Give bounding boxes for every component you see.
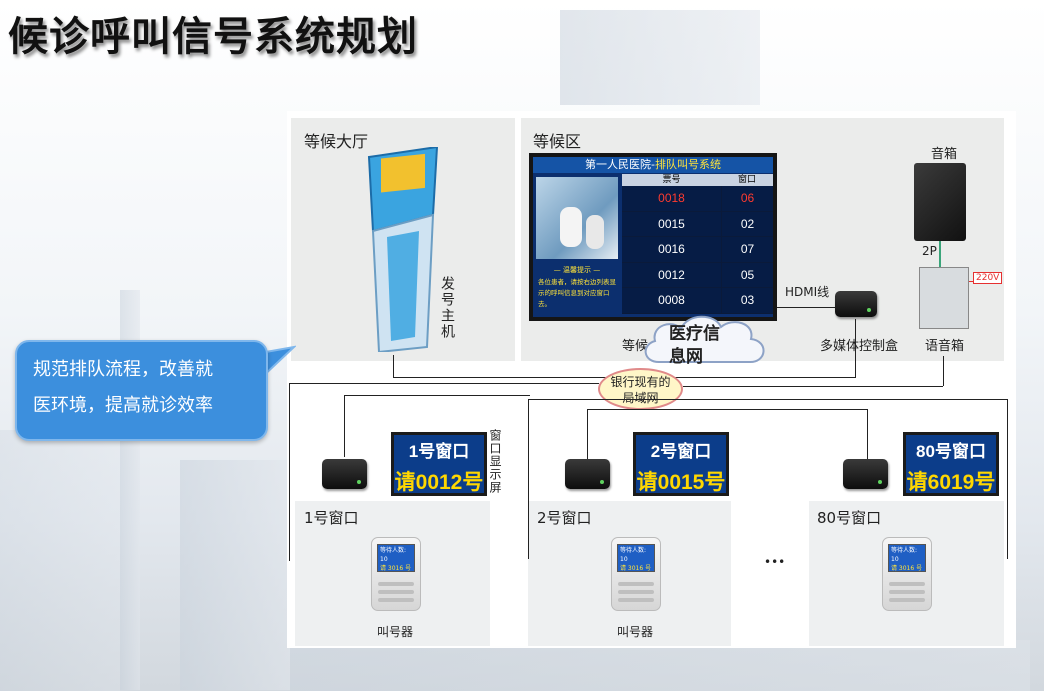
queue-table: 票号 窗口 0018 06 0015 02 0016 07 0012 05 0008 03 (622, 174, 773, 314)
bus-segment-1 (344, 395, 530, 396)
queue-window: 03 (721, 288, 773, 313)
bubble-pointer (260, 345, 296, 381)
background-building (560, 10, 760, 105)
notice-title: — 温馨提示 — (553, 266, 601, 274)
queue-window: 06 (721, 186, 773, 211)
window-screen-1: 1号窗口 请0012号 (391, 432, 487, 496)
lobby-zone-label: 等候大厅 (304, 132, 369, 151)
queue-row: 0018 06 (622, 186, 773, 212)
window-screen-label: 窗口显示屏 (488, 429, 502, 494)
queue-ticket: 0012 (658, 267, 685, 282)
lan-cloud: 银行现有的 局域网 (598, 368, 683, 410)
bus-segment-2 (528, 399, 1008, 400)
cloud-partial-label: 等候 (622, 339, 649, 354)
voice-box-icon (919, 267, 969, 329)
queue-ticket: 0016 (658, 242, 685, 256)
hdmi-label: HDMI线 (785, 285, 830, 299)
bus-left-vertical (289, 383, 290, 561)
queue-display: 第一人民医院-排队叫号系统 — 温馨提示 — 各位患者，请按右边列表显示的呼叫信… (529, 153, 777, 321)
bus-right-top (683, 386, 943, 387)
window-2-name: 2号窗口 (537, 509, 592, 527)
queue-ticket: 0015 (658, 216, 685, 231)
cloud-text-2: 息网 (669, 347, 703, 367)
window-screen-80: 80号窗口 请6019号 (903, 432, 999, 496)
background-building (180, 460, 290, 690)
queue-window: 05 (721, 262, 773, 287)
window-80-hub-icon (843, 459, 888, 489)
caller-label-2: 叫号器 (617, 625, 654, 639)
speaker-cable (939, 241, 941, 267)
bus-left-top (289, 383, 599, 384)
display-header: 第一人民医院-排队叫号系统 (533, 157, 773, 173)
bus-right-vertical (1007, 399, 1008, 559)
kiosk-icon (367, 147, 439, 352)
bus-drop-1 (344, 395, 345, 457)
ellipsis: ••• (764, 555, 786, 569)
window-screen-2: 2号窗口 请0015号 (633, 432, 729, 496)
window-2-hub-icon (565, 459, 610, 489)
background-building (290, 640, 1030, 691)
bus-drop-2 (528, 399, 529, 559)
media-cable (855, 319, 856, 378)
voice-box-label: 语音箱 (925, 339, 965, 354)
caller-label-1: 叫号器 (377, 625, 414, 639)
callout-bubble: 规范排队流程，改善就 医环境，提高就诊效率 (15, 340, 268, 441)
hdmi-cable (777, 307, 839, 308)
queue-row: 0012 05 (622, 262, 773, 288)
col-ticket-header: 票号 (662, 175, 681, 185)
queue-ticket: 0008 (658, 293, 685, 307)
voice-cable (943, 356, 944, 386)
queue-row: 0015 02 (622, 211, 773, 237)
page-title: 候诊呼叫信号系统规划 (8, 14, 418, 60)
speaker-icon (914, 163, 966, 241)
cloud-icon (644, 315, 765, 364)
speaker-label: 音箱 (931, 147, 958, 162)
waiting-zone-label: 等候区 (533, 132, 582, 151)
window-1-name: 1号窗口 (304, 509, 359, 527)
bus-segment-2b (587, 409, 867, 410)
window-80-name: 80号窗口 (817, 509, 882, 527)
kiosk-label: 发号主机 (439, 276, 455, 340)
cloud-text-1: 医疗信 (669, 324, 720, 344)
notice-text: 各位患者，请按右边列表显示的呼叫信息到对应窗口去。 (538, 278, 616, 308)
diagram-panel: 等候大厅 等候区 发号主机 第一人民医院-排队叫号系统 — 温馨提示 — 各位患… (287, 111, 1016, 648)
bus-drop-3 (867, 409, 868, 459)
speaker-cable-label: 2P (922, 244, 937, 258)
lobby-cable (393, 355, 394, 377)
queue-window: 02 (721, 211, 773, 236)
media-box-label: 多媒体控制盒 (820, 339, 899, 354)
queue-window: 07 (721, 237, 773, 262)
window-1-hub-icon (322, 459, 367, 489)
media-box-icon (835, 291, 877, 317)
display-photo (536, 177, 618, 259)
queue-row: 0016 07 (622, 237, 773, 263)
queue-ticket: 0018 (658, 191, 685, 205)
power-label: 220V (973, 272, 1003, 284)
background-building (0, 430, 120, 691)
queue-row: 0008 03 (622, 288, 773, 314)
col-window-header: 窗口 (737, 175, 756, 185)
bus-drop-2b (587, 409, 588, 459)
